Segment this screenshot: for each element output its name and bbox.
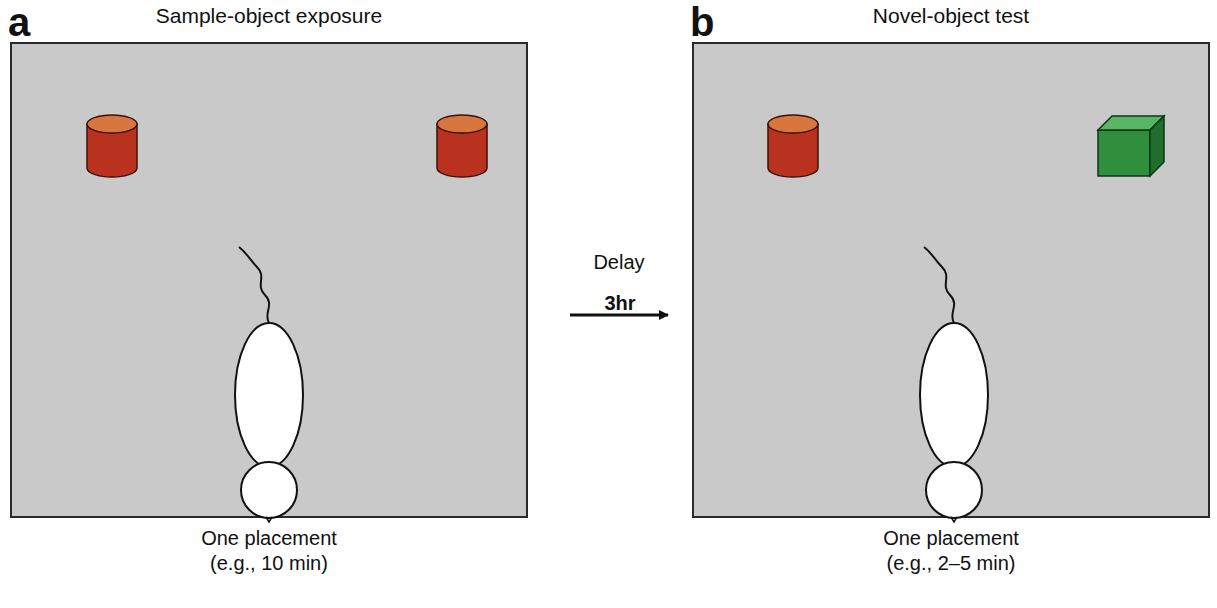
panel-letter: b (690, 2, 714, 42)
familiar-object (768, 115, 818, 177)
arena-ground (10, 42, 528, 518)
experiment-panel: Sample-object exposureOne placement (e.g… (10, 0, 528, 608)
delay-time: 3hr (604, 292, 635, 315)
arena-ground (692, 42, 1210, 518)
panel-letter: a (8, 2, 30, 42)
panel-title: Sample-object exposure (10, 4, 528, 28)
panel-caption: One placement (e.g., 10 min) (184, 526, 354, 576)
edge-label: Delay (591, 251, 646, 274)
experiment-panel: Novel-object testOne placement (e.g., 2–… (692, 0, 1210, 608)
sample-object (87, 115, 137, 177)
panel-title: Novel-object test (692, 4, 1210, 28)
panel-caption: One placement (e.g., 2–5 min) (866, 526, 1036, 576)
novel-object (1098, 116, 1164, 176)
rat-figure (920, 247, 988, 522)
rat-figure (235, 247, 303, 522)
sample-object (437, 115, 487, 177)
